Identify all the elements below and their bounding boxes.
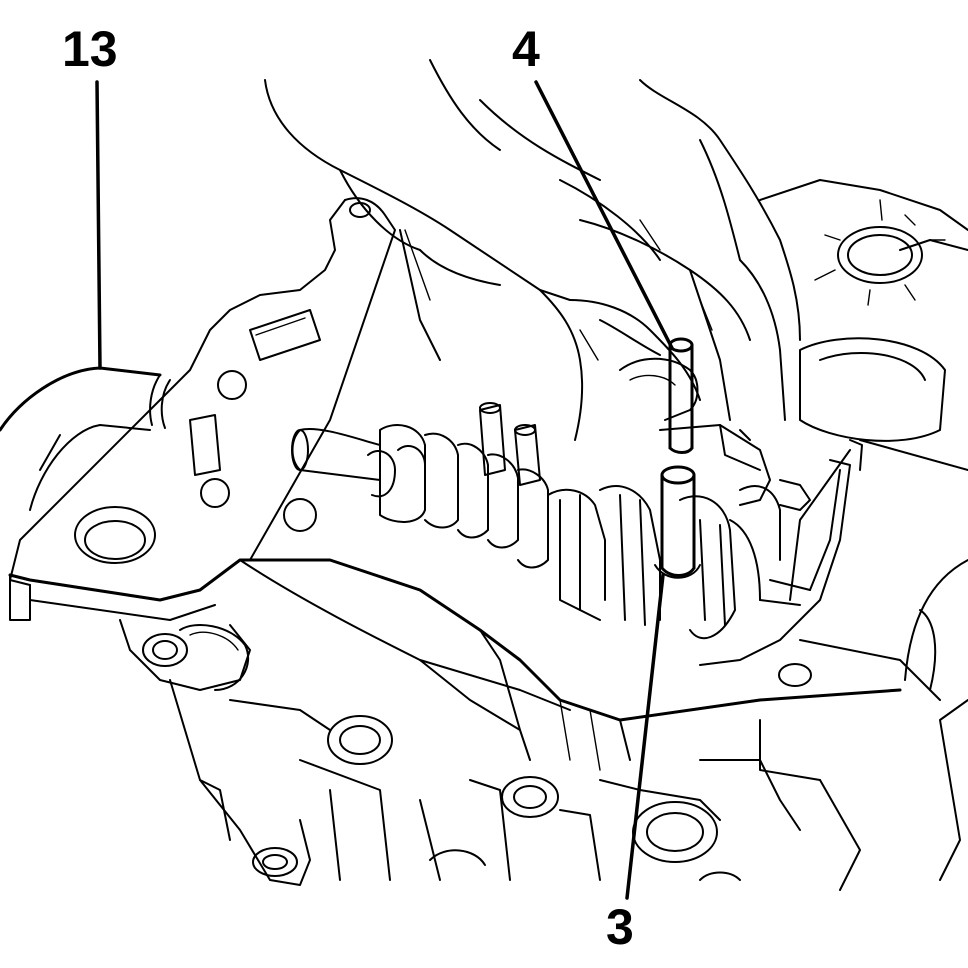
lower-housing — [119, 559, 861, 891]
callout-13: 13 — [62, 21, 118, 77]
spring-assembly — [291, 402, 781, 640]
callout-4: 4 — [512, 21, 540, 77]
leader-line-13 — [95, 80, 102, 370]
pipe — [0, 366, 171, 511]
leader-line-4 — [534, 80, 674, 350]
pin-3 — [654, 465, 701, 579]
cover-plate — [8, 197, 902, 722]
leader-line-3 — [625, 573, 665, 900]
hand — [264, 59, 801, 441]
callout-3: 3 — [606, 899, 634, 955]
pin-4 — [668, 337, 694, 454]
transmission-housing-right — [759, 179, 968, 881]
selector-fork — [659, 424, 863, 666]
